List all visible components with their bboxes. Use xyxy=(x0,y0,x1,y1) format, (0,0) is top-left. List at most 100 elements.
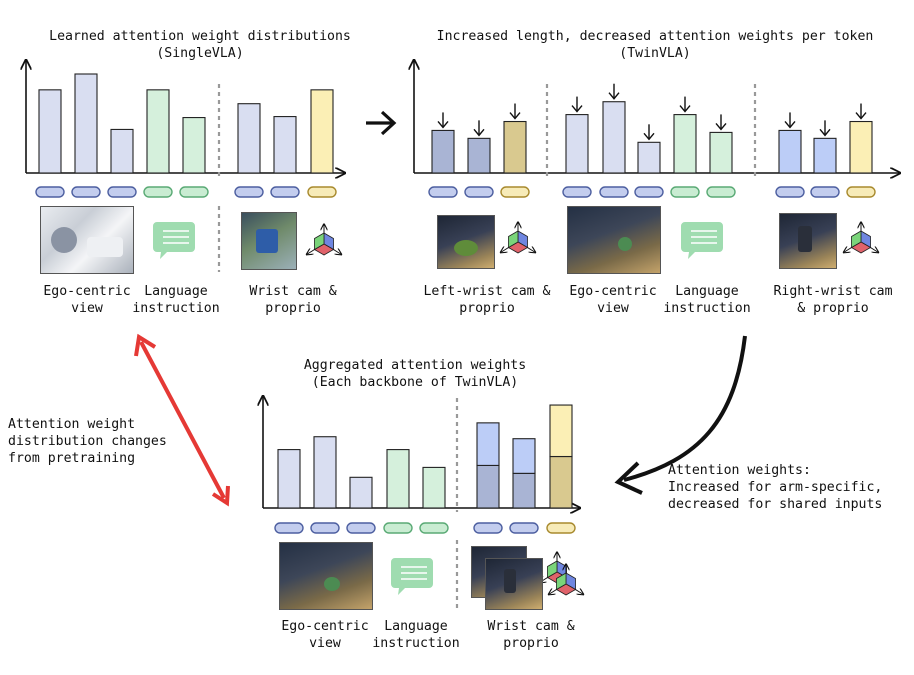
aggregated-panel-title: Aggregated attention weights (Each backb… xyxy=(303,358,527,390)
down-arrow-icon-head xyxy=(509,112,521,120)
single-bar xyxy=(310,89,334,174)
down-arrow-icon-head xyxy=(784,120,796,129)
twin-bar xyxy=(467,137,491,174)
decorations xyxy=(134,110,747,507)
chat-bubble-icon xyxy=(391,558,433,595)
single-label-ego: Ego-centric view xyxy=(43,284,131,316)
down-arrow-icon-head xyxy=(437,120,449,129)
single-panel-chart xyxy=(26,60,345,272)
twin-token-pill xyxy=(464,186,494,198)
chat-bubble-icon xyxy=(681,222,723,259)
twin-label-left-wrist: Left-wrist cam & proprio xyxy=(423,284,551,316)
single-token-pill xyxy=(35,186,65,198)
double-arrow-icon xyxy=(139,341,226,499)
single-bar xyxy=(146,89,170,174)
twin-token-pill xyxy=(428,186,458,198)
left-annotation: Attention weight distribution changes fr… xyxy=(8,417,167,466)
proprio-cube-icon-face-green xyxy=(556,572,567,591)
agg-token-pill xyxy=(509,522,539,534)
wrist-cam-photo xyxy=(241,212,297,270)
twin-label-ego: Ego-centric view xyxy=(569,284,657,316)
single-bar xyxy=(182,117,206,174)
proprio-cube-icon-axis-left xyxy=(307,250,315,255)
twin-panel-chart xyxy=(414,60,900,259)
right-annotation: Attention weights: Increased for arm-spe… xyxy=(668,463,883,512)
arrow-right-icon-head xyxy=(380,110,397,136)
double-arrow-icon-head-bottom xyxy=(211,485,230,507)
agg-label-ego: Ego-centric view xyxy=(281,619,369,651)
single-bar xyxy=(38,89,62,174)
twin-bar xyxy=(849,120,873,174)
agg-stacked-bar-upper xyxy=(512,438,536,474)
twin-token-pill xyxy=(810,186,840,198)
twin-token-pill xyxy=(775,186,805,198)
proprio-cube-icon-axis-left xyxy=(501,248,509,253)
twin-ego-centric-photo xyxy=(567,206,661,274)
single-bar xyxy=(74,73,98,174)
single-token-pill xyxy=(270,186,300,198)
twin-bar xyxy=(565,114,589,174)
single-label-wrist: Wrist cam & proprio xyxy=(249,284,337,316)
single-token-pill xyxy=(179,186,209,198)
ego-centric-photo xyxy=(40,206,134,274)
agg-label-wrist: Wrist cam & proprio xyxy=(487,619,575,651)
agg-stacked-bar-lower xyxy=(549,455,573,509)
twin-bar xyxy=(709,131,733,174)
twin-token-pill xyxy=(670,186,700,198)
agg-bar xyxy=(422,466,446,509)
agg-right-wrist-photo xyxy=(485,558,543,610)
proprio-cube-icon-axis-right xyxy=(575,590,583,595)
twin-token-pill xyxy=(500,186,530,198)
down-arrow-icon-head xyxy=(819,128,831,137)
single-token-pill xyxy=(234,186,264,198)
agg-token-pill xyxy=(346,522,376,534)
down-arrow-icon-head xyxy=(473,128,485,137)
curved-arrow-icon-head xyxy=(614,461,643,495)
proprio-cube-icon-face-green xyxy=(314,232,325,251)
twin-token-pill xyxy=(562,186,592,198)
double-arrow-icon-head-top xyxy=(134,333,157,357)
single-token-pill xyxy=(107,186,137,198)
agg-bar xyxy=(386,449,410,509)
agg-token-pill xyxy=(383,522,413,534)
left-wrist-photo xyxy=(437,215,495,269)
right-wrist-photo xyxy=(779,213,837,269)
down-arrow-icon-head xyxy=(679,105,691,113)
proprio-cube-icon-axis-left xyxy=(549,590,557,595)
down-arrow-icon-head xyxy=(571,105,583,113)
single-panel-title: Learned attention weight distributions (… xyxy=(49,29,351,61)
down-arrow-icon-head xyxy=(608,92,620,100)
single-bar xyxy=(273,116,297,174)
proprio-cube-icon-axis-right xyxy=(333,250,341,255)
proprio-cube-icon-axis-right xyxy=(870,248,878,253)
agg-stacked-bar-lower xyxy=(512,472,536,509)
twin-token-pill xyxy=(846,186,876,198)
curved-arrow-icon xyxy=(623,335,747,482)
twin-bar xyxy=(602,101,626,174)
agg-stacked-bar-upper xyxy=(549,404,573,458)
single-token-pill xyxy=(71,186,101,198)
single-token-pill xyxy=(143,186,173,198)
agg-ego-centric-photo xyxy=(279,542,373,610)
chat-bubble-icon xyxy=(153,222,195,259)
proprio-cube-icon-face-green xyxy=(508,230,519,249)
twin-bar xyxy=(778,129,802,174)
proprio-cube-icon-axis-left xyxy=(844,248,852,253)
proprio-cube-icon-axis-right xyxy=(527,248,535,253)
twin-bar xyxy=(813,137,837,174)
single-label-language: Language instruction xyxy=(132,284,220,316)
agg-stacked-bar-lower xyxy=(476,464,500,509)
agg-token-pill xyxy=(310,522,340,534)
single-token-pill xyxy=(307,186,337,198)
twin-label-language: Language instruction xyxy=(663,284,751,316)
single-bar xyxy=(110,128,134,174)
down-arrow-icon-head xyxy=(855,112,867,120)
twin-label-right-wrist: Right-wrist cam & proprio xyxy=(773,284,893,316)
agg-bar xyxy=(277,449,301,509)
agg-token-pill xyxy=(419,522,449,534)
agg-token-pill xyxy=(546,522,576,534)
single-bar xyxy=(237,103,261,174)
twin-token-pill xyxy=(599,186,629,198)
